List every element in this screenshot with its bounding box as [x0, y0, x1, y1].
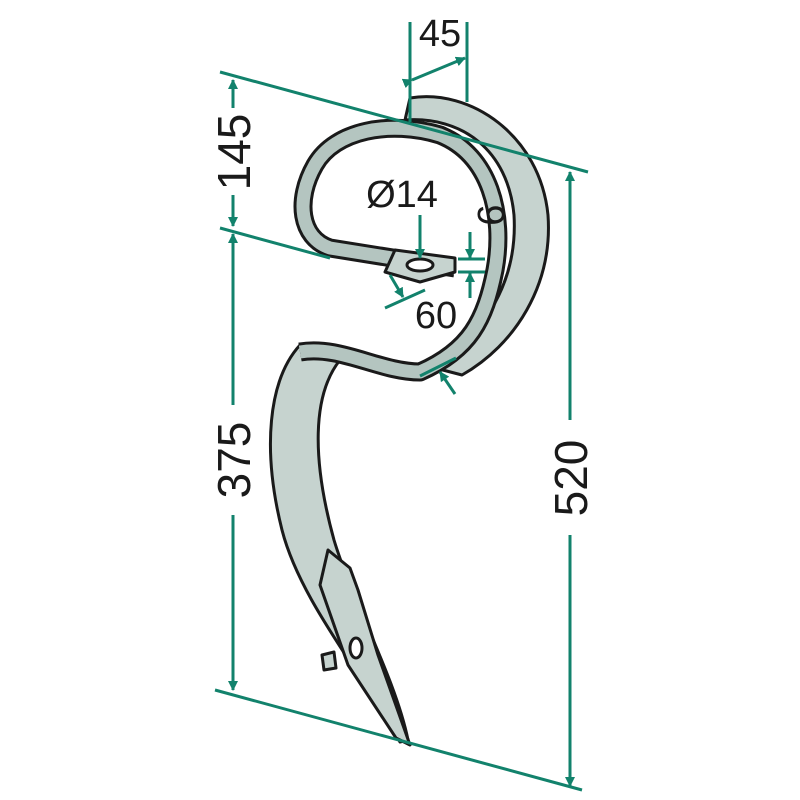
- dim-45-arrow: [401, 56, 466, 89]
- dim-hole-label: Ø14: [366, 174, 438, 216]
- dim-9-label: 9: [469, 204, 511, 225]
- dim-45-label: 45: [419, 13, 461, 55]
- dim-60-label: 60: [415, 295, 457, 337]
- dim-145-label: 145: [208, 114, 260, 191]
- dim-60-ext: [384, 288, 426, 310]
- mounting-hole: [405, 257, 435, 273]
- dim-375-label: 375: [208, 422, 260, 499]
- tab-reference-line: [219, 226, 331, 260]
- tine-point: [318, 548, 412, 747]
- top-reference-line: [219, 70, 589, 174]
- strip-thickness-ext: [419, 356, 457, 378]
- dim-60-arrow: [388, 274, 405, 298]
- strip-thickness-arrow: [438, 371, 457, 395]
- bolt-stub: [320, 650, 338, 672]
- coil-front-strip: [296, 121, 505, 379]
- bottom-reference-line: [214, 688, 583, 792]
- dim-520-label: 520: [545, 440, 597, 517]
- coil-back-face: [403, 95, 550, 377]
- point-bolt-hole: [348, 636, 364, 660]
